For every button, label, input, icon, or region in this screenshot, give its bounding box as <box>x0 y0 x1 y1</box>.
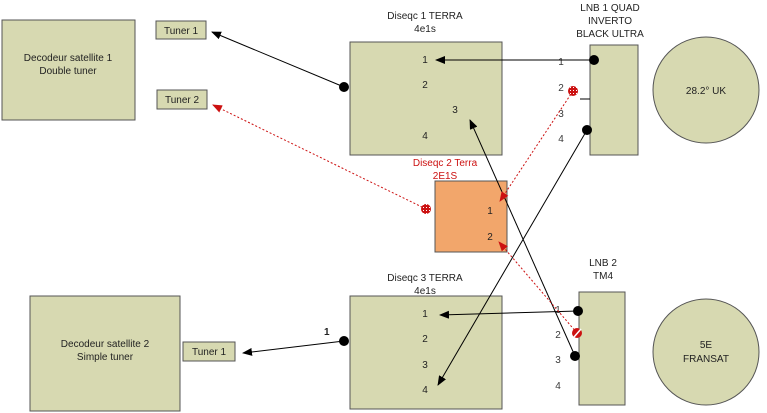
connector-dots <box>339 55 599 361</box>
cable-diseqc2-to-tuner2 <box>212 104 427 210</box>
satellite-1-dish: 28.2° UK <box>652 36 760 144</box>
lnb-2-port-2: 2 <box>555 330 561 341</box>
lnb-1-brand: INVERTO <box>588 16 632 27</box>
lnb-1-title: LNB 1 QUAD <box>580 3 639 14</box>
dot-lnb1-p1 <box>589 55 599 65</box>
dot-diseqc2-out <box>421 204 431 214</box>
diseqc-3-box: Diseqc 3 TERRA 4e1s 1 2 3 4 <box>349 273 503 410</box>
lnb-2-port-3: 3 <box>555 355 561 366</box>
decoder-2-name: Decodeur satellite 2 <box>61 339 150 350</box>
decoder-1-tuner-2[interactable]: Tuner 2 <box>156 89 208 110</box>
link-label: 1 <box>324 327 330 338</box>
cable-diseqc1-to-tuner1 <box>211 31 345 88</box>
diseqc-3-port-1: 1 <box>422 309 428 320</box>
diseqc-1-port-2: 2 <box>422 80 428 91</box>
decoder-1-box: Decodeur satellite 1 Double tuner <box>1 19 136 121</box>
cable-lnb2-p2-to-diseqc2-p2 <box>498 241 578 334</box>
dot-lnb1-p2 <box>568 86 578 96</box>
lnb-2-title: LNB 2 <box>589 258 617 269</box>
satellite-2-name: FRANSAT <box>683 354 729 365</box>
decoder-2-box: Decodeur satellite 2 Simple tuner <box>29 295 181 412</box>
satellite-2-position: 5E <box>700 340 713 351</box>
decoder-1-type: Double tuner <box>39 66 97 77</box>
diseqc-3-port-4: 4 <box>422 385 428 396</box>
tuner-label: Tuner 2 <box>165 95 200 106</box>
dot-lnb2-p2-slash <box>573 328 582 338</box>
tuner-label: Tuner 1 <box>192 347 227 358</box>
satellite-1-label: 28.2° UK <box>686 86 726 97</box>
diseqc-1-title: Diseqc 1 TERRA <box>387 11 463 22</box>
lnb-2-model: TM4 <box>593 271 613 282</box>
diseqc-2-title: Diseqc 2 Terra <box>413 158 478 169</box>
black-cables <box>211 31 594 386</box>
tuner-label: Tuner 1 <box>164 26 199 37</box>
diseqc-2-box: Diseqc 2 Terra 2E1S 1 2 <box>413 158 508 253</box>
diseqc-3-port-3: 3 <box>422 360 428 371</box>
decoder-2-type: Simple tuner <box>77 352 134 363</box>
lnb-2-port-4: 4 <box>555 381 561 392</box>
cable-diseqc3-to-tuner1 <box>242 340 345 356</box>
satellite-2-dish: 5E FRANSAT <box>652 298 760 406</box>
diseqc-3-subtitle: 4e1s <box>414 286 436 297</box>
cable-lnb1-p2-to-diseqc2-p1 <box>499 90 574 202</box>
diseqc-1-port-4: 4 <box>422 131 428 142</box>
dot-diseqc3-out <box>339 336 349 346</box>
dot-diseqc1-out <box>339 82 349 92</box>
diseqc-2-port-2: 2 <box>487 232 493 243</box>
dot-lnb2-p1 <box>573 306 583 316</box>
dot-lnb2-p3 <box>570 351 580 361</box>
lnb-2-box: LNB 2 TM4 1 2 3 4 <box>555 258 626 406</box>
diseqc-2-subtitle: 2E1S <box>433 171 458 182</box>
diseqc-1-port-3: 3 <box>452 105 458 116</box>
lnb-1-port-4: 4 <box>558 134 564 145</box>
cable-lnb2-p1-to-diseqc3-p1 <box>439 310 579 319</box>
decoder-2-tuner-1[interactable]: Tuner 1 <box>182 341 236 362</box>
diseqc-2-port-1: 1 <box>487 206 493 217</box>
diseqc-1-port-1: 1 <box>422 55 428 66</box>
decoder-1-tuner-1[interactable]: Tuner 1 <box>155 20 207 40</box>
lnb-1-port-2: 2 <box>558 83 564 94</box>
lnb-1-port-1: 1 <box>558 57 564 68</box>
diseqc-3-title: Diseqc 3 TERRA <box>387 273 463 284</box>
red-cables <box>212 90 578 334</box>
diseqc-1-subtitle: 4e1s <box>414 24 436 35</box>
lnb-1-model: BLACK ULTRA <box>576 29 644 40</box>
dot-lnb1-p4 <box>582 125 592 135</box>
lnb-1-box: LNB 1 QUAD INVERTO BLACK ULTRA 1 2 3 4 <box>558 3 644 156</box>
diseqc-1-box: Diseqc 1 TERRA 4e1s 1 2 3 4 <box>349 11 503 156</box>
cable-lnb1-p4-to-diseqc3-p4 <box>437 129 588 386</box>
cable-lnb2-p3-to-diseqc1-p3 <box>469 119 576 357</box>
diseqc-3-port-2: 2 <box>422 334 428 345</box>
lnb-1-port-3: 3 <box>558 109 564 120</box>
decoder-1-name: Decodeur satellite 1 <box>24 53 113 64</box>
